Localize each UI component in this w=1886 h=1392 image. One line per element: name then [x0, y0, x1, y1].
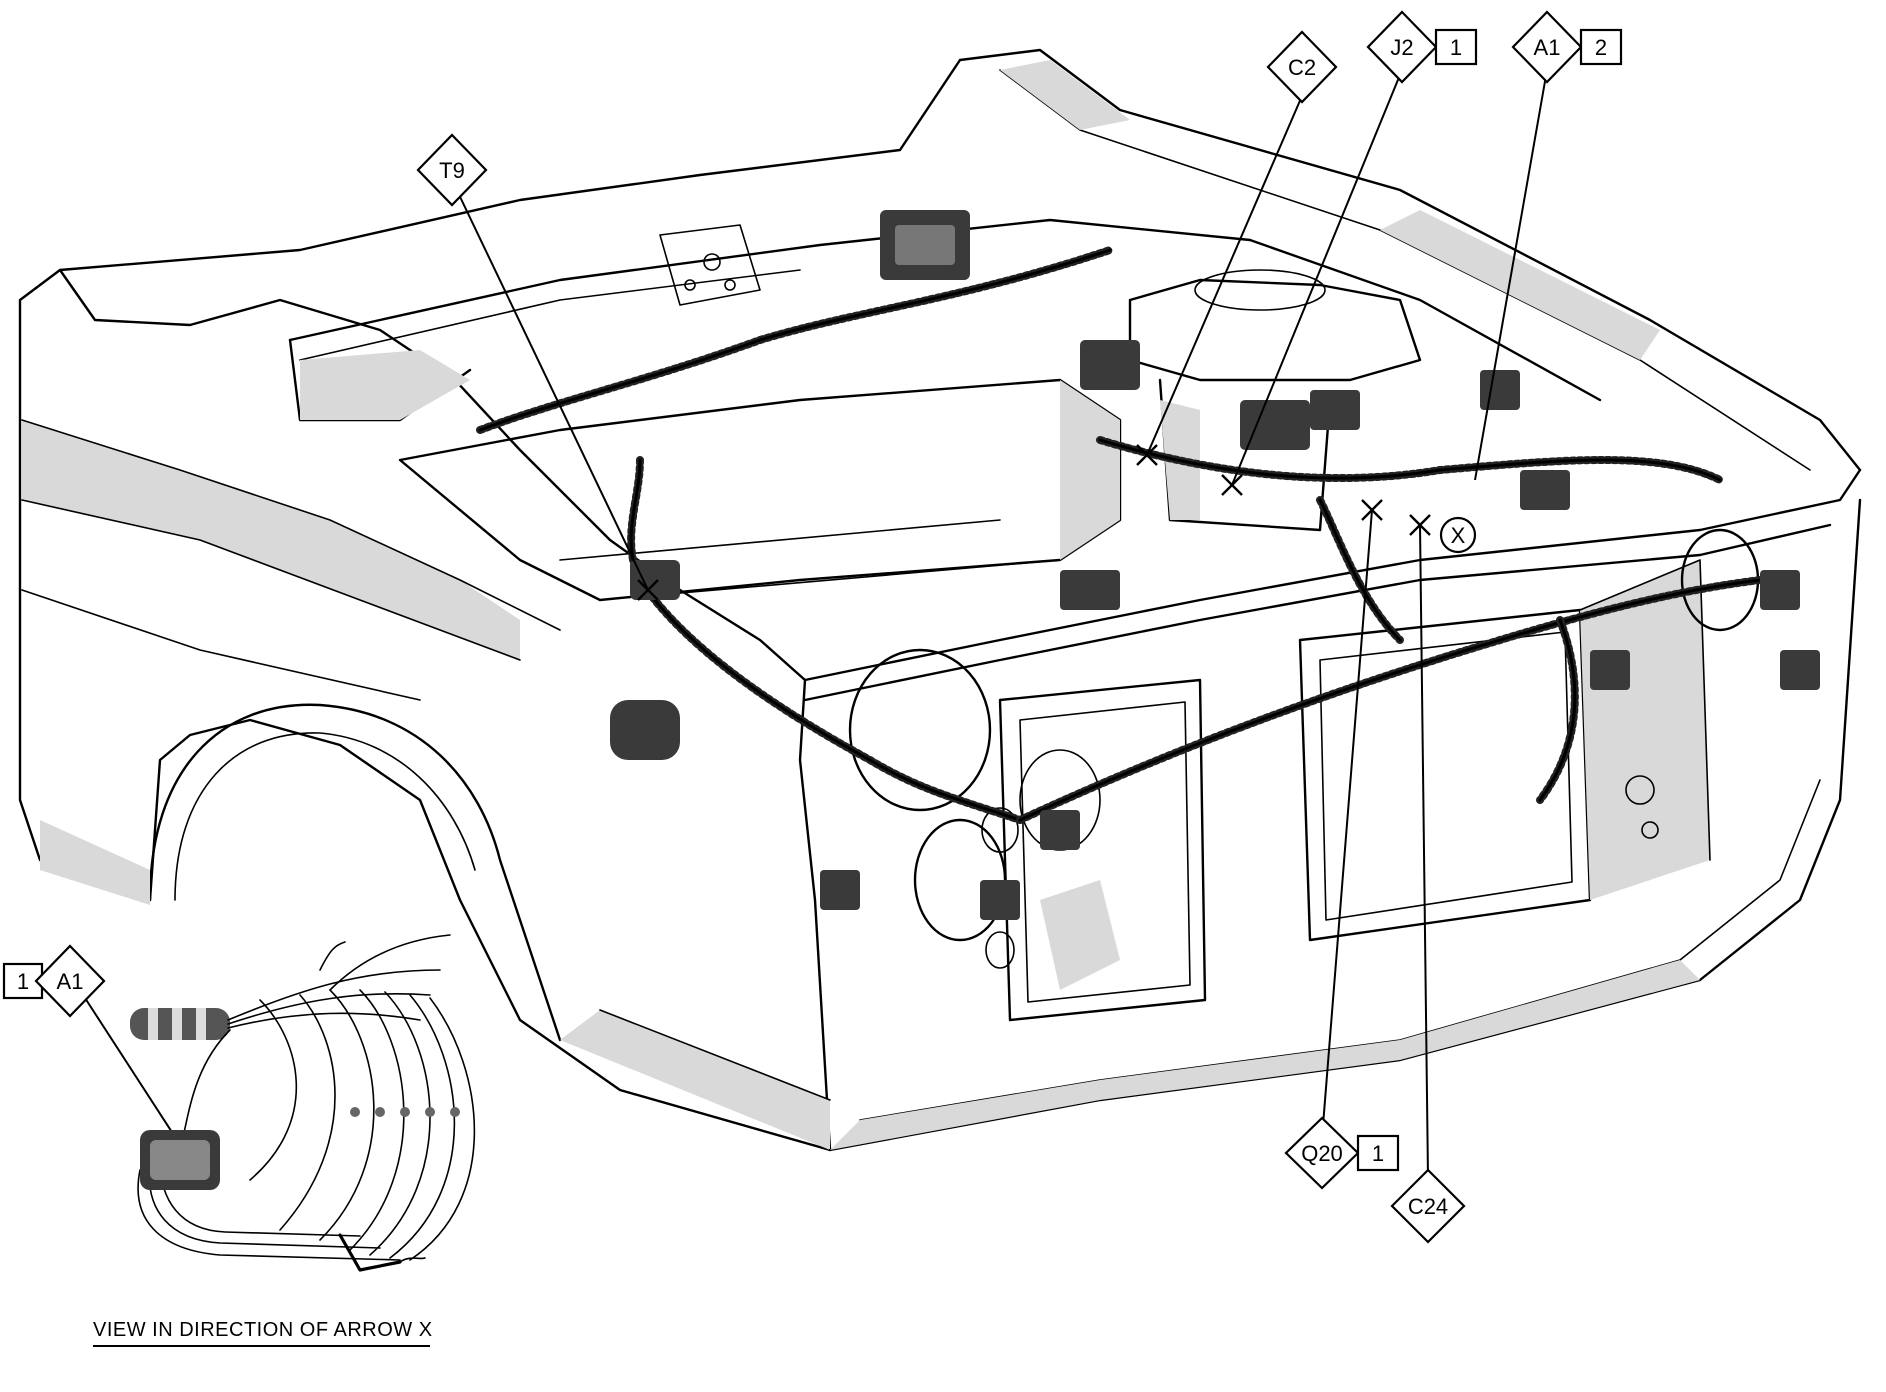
left-fender — [18, 268, 832, 1152]
vehicle-front-body — [18, 48, 1862, 1152]
callout-c2: C2 — [1266, 30, 1338, 104]
callout-c24-text: C24 — [1408, 1194, 1448, 1219]
wiring-harness — [476, 210, 1820, 920]
callout-a1-top-text: A1 — [1534, 35, 1561, 60]
callout-c24: C24 — [1390, 1168, 1466, 1244]
callout-q20: Q20 1 — [1284, 1116, 1400, 1190]
callout-j2-number: 1 — [1450, 35, 1462, 60]
callout-q20-text: Q20 — [1301, 1141, 1343, 1166]
harness-x-marks — [637, 444, 1431, 601]
callout-leaders — [84, 69, 1548, 1179]
callout-a1-inset-text: A1 — [57, 969, 84, 994]
inset-view-arrow-x: 1 A1 — [2, 934, 476, 1347]
callout-c2-text: C2 — [1288, 55, 1316, 80]
callout-a1-inset-number: 1 — [17, 969, 29, 994]
callout-t9: T9 — [416, 133, 488, 207]
arrow-x-marker: X — [1439, 516, 1477, 554]
callout-j2-text: J2 — [1390, 35, 1413, 60]
arrow-x-marker-text: X — [1451, 523, 1466, 548]
callout-a1-top: A1 2 — [1511, 10, 1623, 84]
wheel-arch — [148, 703, 562, 1042]
callout-t9-text: T9 — [439, 158, 465, 183]
callout-j2: J2 1 — [1366, 10, 1478, 84]
callout-q20-number: 1 — [1372, 1141, 1384, 1166]
callout-a1-top-number: 2 — [1595, 35, 1607, 60]
inset-caption: VIEW IN DIRECTION OF ARROW X — [93, 1319, 433, 1341]
inset-wire-bundle — [130, 934, 476, 1272]
